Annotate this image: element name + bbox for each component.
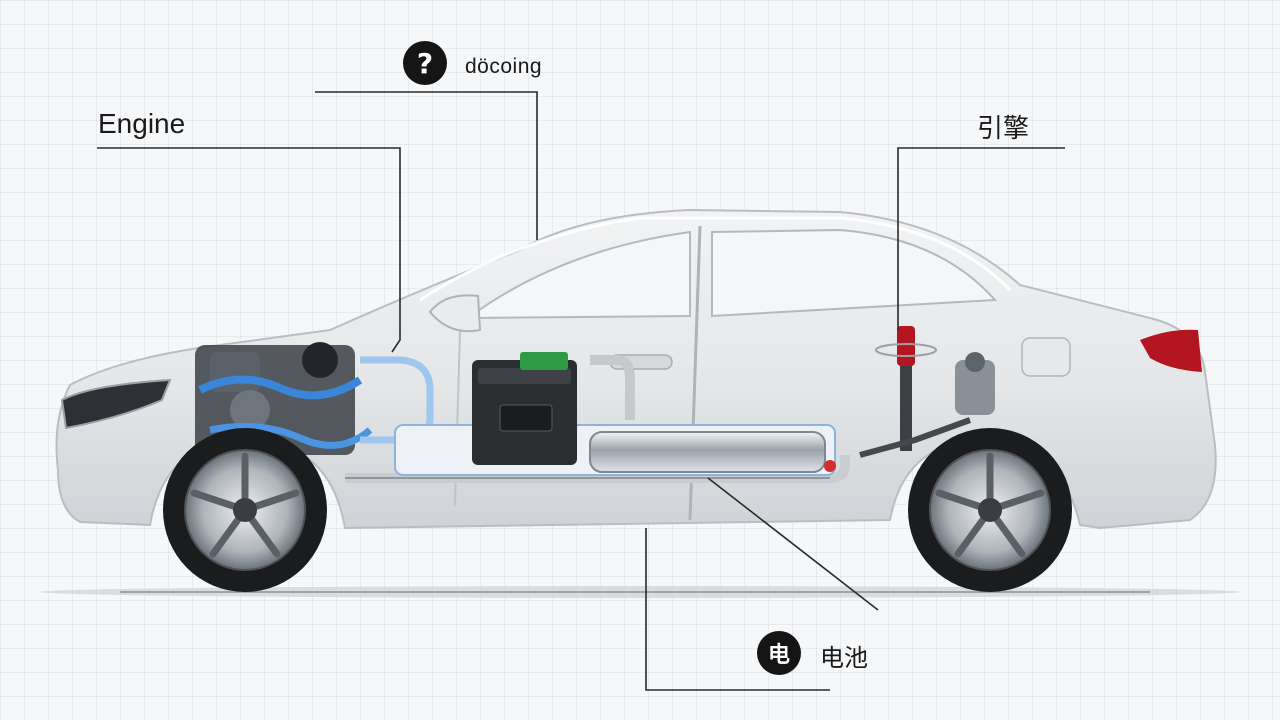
connector-pipe	[590, 355, 635, 420]
leader-line-battery-diagonal	[707, 477, 879, 611]
leader-line-rear	[897, 147, 1065, 330]
engine-assembly	[195, 342, 434, 455]
label-docking: döcoing	[465, 55, 543, 78]
side-mirror	[428, 294, 482, 333]
roof-highlight	[419, 216, 1012, 302]
tail-light	[1140, 329, 1202, 372]
front-window	[464, 230, 691, 320]
fuel-cap	[1021, 337, 1071, 377]
leader-line-engine	[97, 147, 401, 353]
label-battery: 电池	[820, 645, 868, 672]
battery-box	[472, 352, 577, 465]
leader-line-battery-left	[645, 528, 830, 691]
headlight	[60, 378, 172, 430]
label-rear-engine: 引擎	[977, 113, 1030, 143]
battery-char-icon: 电	[757, 631, 801, 675]
fuel-tank	[589, 431, 826, 473]
rear-wheel	[908, 428, 1072, 592]
question-mark-icon: ?	[403, 41, 447, 85]
underbody-pipe	[345, 455, 850, 483]
leader-line-docking	[315, 91, 538, 240]
tank-cap-red	[824, 460, 836, 472]
label-engine: Engine	[98, 108, 186, 139]
rear-shock-absorber	[859, 326, 995, 458]
front-wheel	[163, 428, 327, 592]
rear-window	[711, 228, 998, 318]
